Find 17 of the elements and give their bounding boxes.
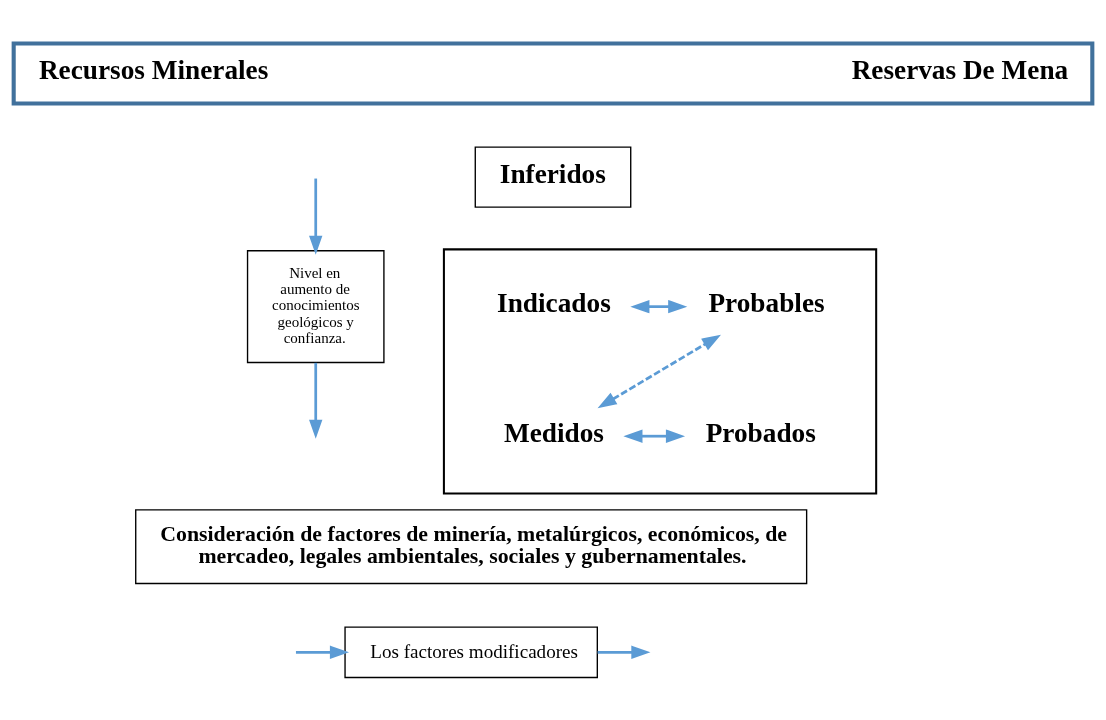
node-text: Indicados — [497, 287, 611, 318]
arrow — [623, 429, 686, 443]
node-text: Medidos — [503, 417, 604, 448]
arrow — [309, 362, 323, 439]
arrow — [597, 334, 721, 408]
node-text: Probados — [705, 417, 816, 448]
node-box: Recursos Minerales Reservas De Mena — [11, 40, 1095, 105]
arrow — [295, 645, 350, 659]
arrow — [309, 178, 323, 255]
cluster — [442, 247, 878, 494]
node-box: Consideración de factores de minería, metalúrgicos, económicos, de mercadeo, legales ambientales, sociales y gubernamentales. — [135, 508, 808, 584]
node-box: Los factores modificadores — [344, 625, 598, 678]
node-box: Nivel en aumento de conocimientos geológicos y confianza. — [246, 249, 385, 363]
arrow — [630, 299, 688, 313]
arrow — [597, 645, 651, 659]
node-box: Inferidos — [474, 145, 632, 208]
node-text: Probables — [708, 287, 825, 318]
